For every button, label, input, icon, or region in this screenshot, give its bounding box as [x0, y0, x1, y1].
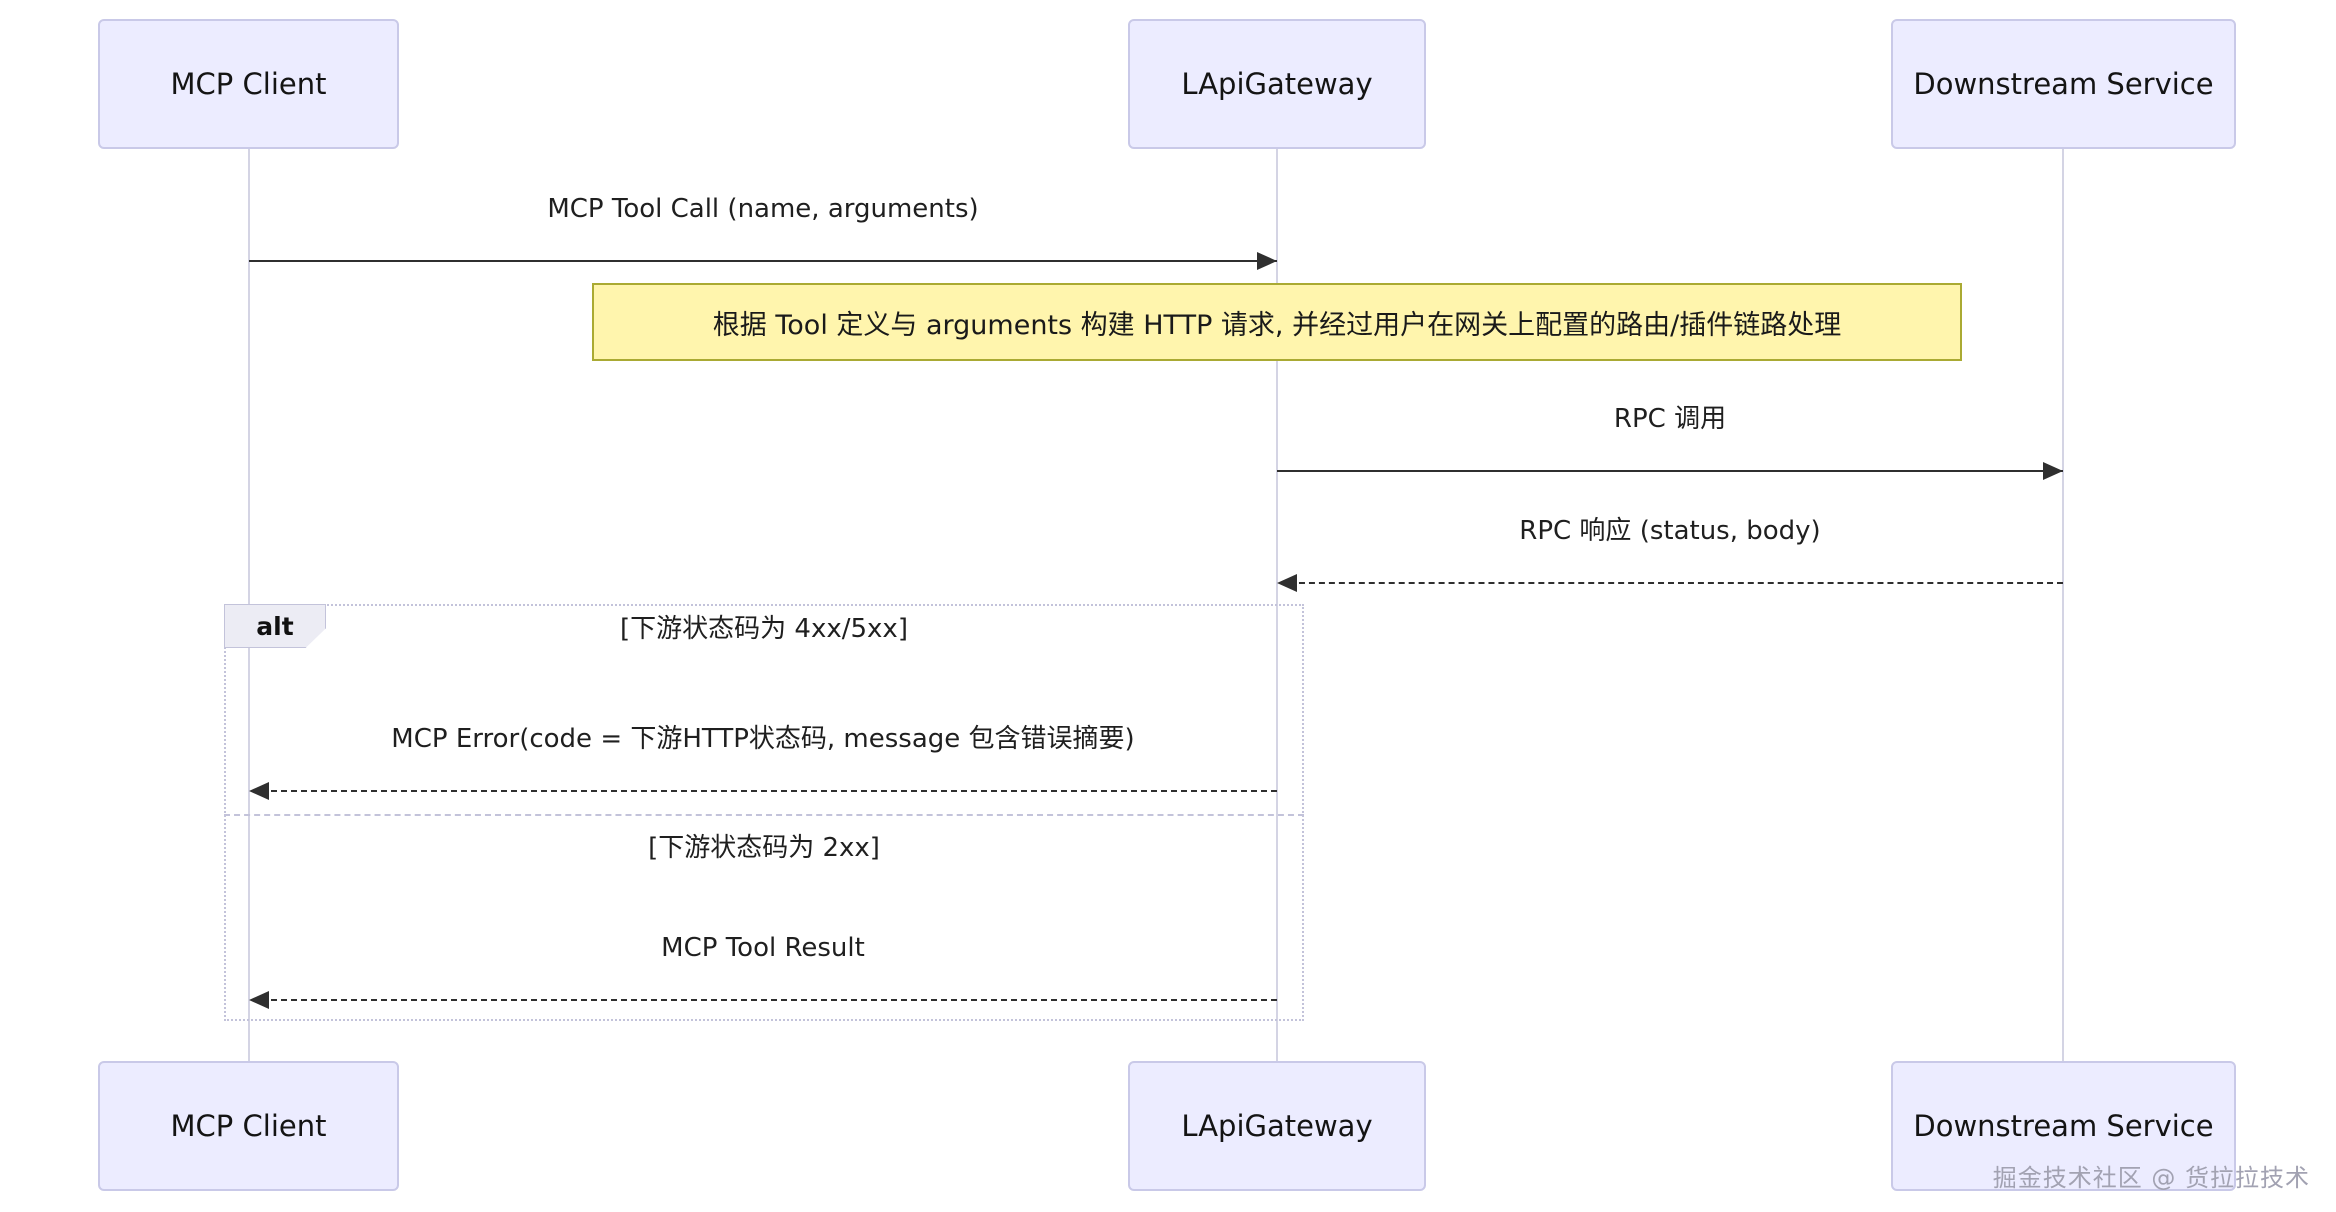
message-line-rpc-response — [1289, 582, 2063, 584]
lifeline-downstream — [2062, 149, 2064, 1061]
participant-gateway-bottom: LApiGateway — [1128, 1061, 1426, 1191]
message-line-mcp-tool-call — [249, 260, 1277, 262]
alt-condition-1: [下游状态码为 4xx/5xx] — [620, 614, 908, 644]
note-text: 根据 Tool 定义与 arguments 构建 HTTP 请求, 并经过用户在… — [712, 309, 1842, 341]
participant-gateway-top: LApiGateway — [1128, 19, 1426, 149]
arrowhead-left-icon — [249, 782, 269, 800]
participant-label: MCP Client — [170, 67, 327, 101]
message-line-mcp-tool-result — [261, 999, 1277, 1001]
participant-label: LApiGateway — [1181, 1109, 1373, 1143]
arrowhead-left-icon — [1277, 574, 1297, 592]
message-label-mcp-error: MCP Error(code = 下游HTTP状态码, message 包含错误… — [391, 724, 1135, 754]
alt-label-tab: alt — [224, 604, 326, 648]
alt-divider — [224, 814, 1304, 816]
message-label-rpc-call: RPC 调用 — [1613, 404, 1727, 434]
arrowhead-right-icon — [1257, 252, 1277, 270]
message-label-mcp-tool-result: MCP Tool Result — [661, 933, 865, 963]
watermark: 掘金技术社区 @ 货拉拉技术 — [1992, 1164, 2310, 1192]
participant-label: LApiGateway — [1181, 67, 1373, 101]
alt-frame — [224, 604, 1304, 1021]
message-line-mcp-error — [261, 790, 1277, 792]
participant-label: Downstream Service — [1913, 67, 2214, 101]
arrowhead-left-icon — [249, 991, 269, 1009]
message-label-mcp-tool-call: MCP Tool Call (name, arguments) — [547, 194, 979, 224]
participant-label: Downstream Service — [1913, 1109, 2214, 1143]
participant-mcp-client-top: MCP Client — [98, 19, 399, 149]
note-box: 根据 Tool 定义与 arguments 构建 HTTP 请求, 并经过用户在… — [592, 283, 1962, 361]
participant-downstream-top: Downstream Service — [1891, 19, 2236, 149]
participant-mcp-client-bottom: MCP Client — [98, 1061, 399, 1191]
alt-condition-2: [下游状态码为 2xx] — [648, 833, 880, 863]
participant-downstream-bottom: Downstream Service — [1891, 1061, 2236, 1191]
message-line-rpc-call — [1277, 470, 2063, 472]
message-label-rpc-response: RPC 响应 (status, body) — [1519, 516, 1821, 546]
participant-label: MCP Client — [170, 1109, 327, 1143]
arrowhead-right-icon — [2043, 462, 2063, 480]
